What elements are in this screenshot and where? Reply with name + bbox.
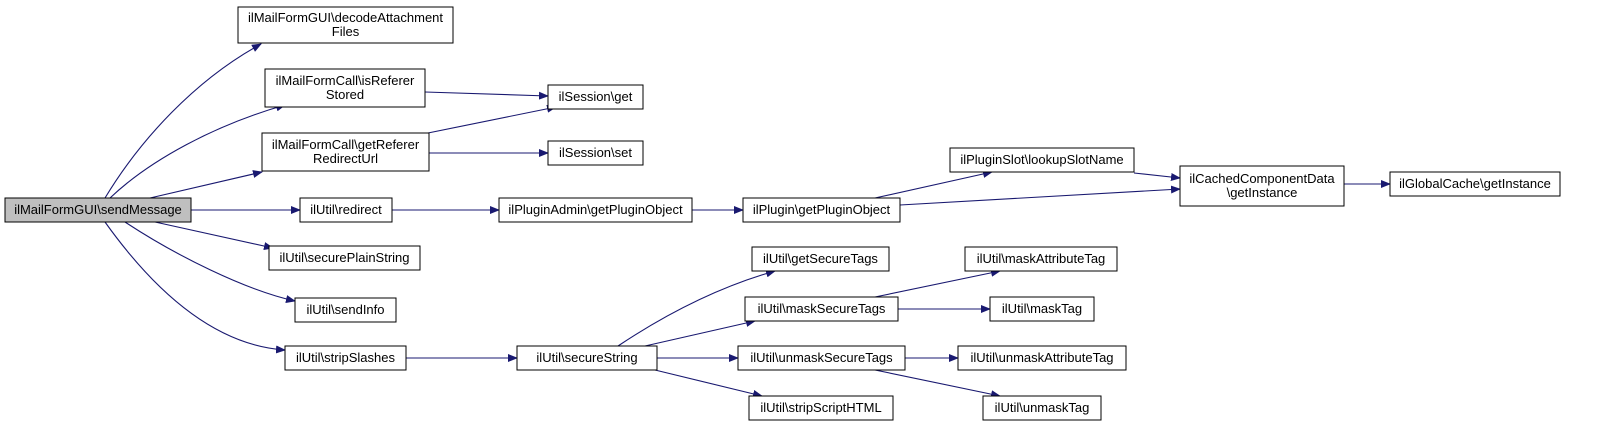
node-label-line: ilPluginAdmin\getPluginObject <box>508 202 683 217</box>
node-label-line: ilUtil\redirect <box>310 202 382 217</box>
node-label-line: ilUtil\maskTag <box>1002 301 1082 316</box>
node-label-line: ilUtil\unmaskTag <box>995 400 1090 415</box>
node-mask-secure-tags[interactable]: ilUtil\maskSecureTags <box>744 296 899 322</box>
node-mask-tag[interactable]: ilUtil\maskTag <box>989 296 1095 322</box>
edge-send-message-to-get-referer-redirect <box>149 170 263 199</box>
node-label-line: ilMailFormGUI\decodeAttachment <box>248 10 443 25</box>
node-box <box>284 345 407 371</box>
node-box <box>261 132 430 172</box>
node-unmask-secure-tags[interactable]: ilUtil\unmaskSecureTags <box>737 345 906 371</box>
edge-plugin-get-to-plugin-slot-lookup <box>874 170 993 199</box>
node-box <box>498 197 693 223</box>
node-box <box>964 246 1118 272</box>
node-box <box>547 140 644 166</box>
node-label-line: Files <box>332 24 360 39</box>
node-label-line: ilMailFormCall\isReferer <box>276 73 415 88</box>
edge-send-message-to-is-referer-stored <box>109 103 286 199</box>
node-label-line: ilUtil\secureString <box>536 350 637 365</box>
node-box <box>299 197 393 223</box>
node-send-message[interactable]: ilMailFormGUI\sendMessage <box>4 197 192 223</box>
node-secure-plain-string[interactable]: ilUtil\securePlainString <box>268 245 421 271</box>
node-global-cache[interactable]: ilGlobalCache\getInstance <box>1389 171 1561 197</box>
node-box <box>268 245 421 271</box>
node-label-line: \getInstance <box>1227 185 1298 200</box>
edge-unmask-secure-tags-to-unmask-tag <box>874 369 1001 399</box>
node-unmask-attribute-tag[interactable]: ilUtil\unmaskAttributeTag <box>957 345 1127 371</box>
node-label-line: ilUtil\unmaskAttributeTag <box>970 350 1113 365</box>
node-box <box>742 197 901 223</box>
node-plugin-get[interactable]: ilPlugin\getPluginObject <box>742 197 901 223</box>
node-box <box>737 345 906 371</box>
node-label-line: ilPluginSlot\lookupSlotName <box>960 152 1123 167</box>
edge-secure-string-to-mask-secure-tags <box>644 319 756 347</box>
node-box <box>949 147 1135 173</box>
edge-secure-string-to-strip-script-html <box>654 369 763 398</box>
node-label-line: ilPlugin\getPluginObject <box>753 202 891 217</box>
node-label-line: ilUtil\stripSlashes <box>296 350 395 365</box>
nodes-layer: ilMailFormGUI\sendMessage ilMailFormGUI\d… <box>4 6 1561 421</box>
node-label-line: ilMailFormCall\getReferer <box>272 137 420 152</box>
node-cached-component[interactable]: ilCachedComponentData\getInstance <box>1179 165 1345 207</box>
node-label-line: ilUtil\maskSecureTags <box>758 301 886 316</box>
node-box <box>957 345 1127 371</box>
node-box <box>4 197 192 223</box>
node-box <box>982 395 1102 421</box>
node-label-line: ilSession\get <box>559 89 633 104</box>
node-send-info[interactable]: ilUtil\sendInfo <box>294 297 397 323</box>
node-label-line: ilUtil\stripScriptHTML <box>760 400 881 415</box>
edges-layer <box>104 43 1391 399</box>
node-secure-string[interactable]: ilUtil\secureString <box>516 345 658 371</box>
edge-send-message-to-send-info <box>124 221 296 303</box>
node-box <box>294 297 397 323</box>
node-box <box>237 6 454 44</box>
node-label-line: ilUtil\sendInfo <box>306 302 384 317</box>
node-get-secure-tags[interactable]: ilUtil\getSecureTags <box>751 246 890 272</box>
node-mask-attribute-tag[interactable]: ilUtil\maskAttributeTag <box>964 246 1118 272</box>
edge-mask-secure-tags-to-mask-attribute-tag <box>874 268 1001 298</box>
node-label-line: Stored <box>326 87 364 102</box>
node-util-redirect[interactable]: ilUtil\redirect <box>299 197 393 223</box>
node-label-line: ilMailFormGUI\sendMessage <box>14 202 182 217</box>
edge-is-referer-stored-to-session-get <box>424 91 549 100</box>
node-label-line: ilUtil\getSecureTags <box>763 251 878 266</box>
edge-send-message-to-decode-attachment <box>104 43 262 199</box>
node-label-line: ilUtil\unmaskSecureTags <box>750 350 893 365</box>
node-box <box>1389 171 1561 197</box>
node-plugin-admin-get[interactable]: ilPluginAdmin\getPluginObject <box>498 197 693 223</box>
node-box <box>516 345 658 371</box>
node-label-line: RedirectUrl <box>313 151 378 166</box>
node-label-line: ilUtil\securePlainString <box>279 250 409 265</box>
node-label-line: ilUtil\maskAttributeTag <box>977 251 1106 266</box>
edge-send-message-to-strip-slashes <box>104 221 286 354</box>
node-box <box>748 395 894 421</box>
node-box <box>1179 165 1345 207</box>
node-box <box>989 296 1095 322</box>
edge-plugin-slot-lookup-to-cached-component <box>1133 172 1181 182</box>
node-session-get[interactable]: ilSession\get <box>547 84 644 110</box>
node-box <box>547 84 644 110</box>
node-label-line: ilCachedComponentData <box>1189 171 1335 186</box>
edge-get-referer-redirect-to-session-get <box>427 104 557 134</box>
node-box <box>744 296 899 322</box>
node-label-line: ilSession\set <box>559 145 632 160</box>
node-label-line: ilGlobalCache\getInstance <box>1399 176 1551 191</box>
edge-send-message-to-secure-plain-string <box>154 221 274 250</box>
node-session-set[interactable]: ilSession\set <box>547 140 644 166</box>
node-box <box>264 68 426 108</box>
node-unmask-tag[interactable]: ilUtil\unmaskTag <box>982 395 1102 421</box>
edge-plugin-get-to-cached-component <box>899 185 1181 206</box>
node-strip-slashes[interactable]: ilUtil\stripSlashes <box>284 345 407 371</box>
node-plugin-slot-lookup[interactable]: ilPluginSlot\lookupSlotName <box>949 147 1135 173</box>
node-box <box>751 246 890 272</box>
edge-secure-string-to-get-secure-tags <box>617 269 776 347</box>
node-strip-script-html[interactable]: ilUtil\stripScriptHTML <box>748 395 894 421</box>
